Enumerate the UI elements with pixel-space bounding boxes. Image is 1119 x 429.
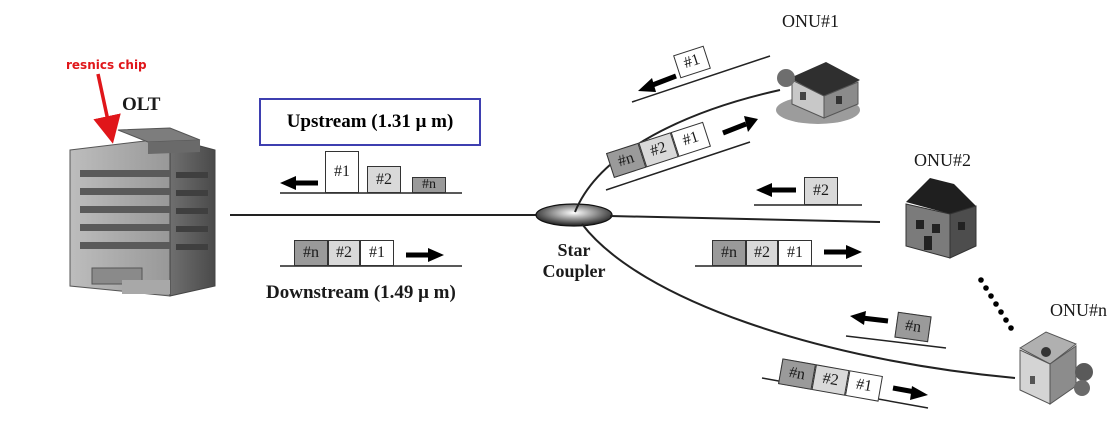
onun-house-icon bbox=[1018, 331, 1093, 405]
packet-2-downstream: #2 bbox=[328, 240, 360, 266]
onu1-branch-arrow-icon bbox=[722, 116, 758, 136]
upstream-label: Upstream (1.31 μ m) bbox=[259, 98, 481, 146]
star-coupler-icon bbox=[535, 203, 613, 227]
onu2-upstream-arrow-icon bbox=[756, 183, 796, 197]
annotation-arrow bbox=[93, 73, 121, 144]
packet-1-downstream: #1 bbox=[360, 240, 394, 266]
onun-downstream-arrow-icon bbox=[892, 385, 928, 400]
onu1-label: ONU#1 bbox=[782, 11, 839, 31]
coupler-label-line1: Star bbox=[557, 240, 591, 260]
packet-1-onu2: #1 bbox=[778, 240, 812, 266]
packet-2-onu2: #2 bbox=[746, 240, 778, 266]
onu2-downstream-arrow-icon bbox=[824, 245, 862, 259]
ellipsis-dots-icon bbox=[978, 277, 1014, 331]
packet-1-onun: #1 bbox=[844, 370, 883, 402]
packet-2-upstream: #2 bbox=[367, 166, 401, 193]
onun-label: ONU#n bbox=[1050, 300, 1107, 320]
onu2-house-icon bbox=[905, 178, 977, 259]
packet-n-onu2: #n bbox=[712, 240, 746, 266]
downstream-arrow-icon bbox=[406, 248, 444, 262]
olt-building-icon bbox=[69, 127, 216, 297]
packet-2-onu2-upstream: #2 bbox=[804, 177, 838, 205]
annotation-label: resnics chip bbox=[66, 58, 147, 72]
branch-fiber-onun bbox=[581, 223, 1016, 379]
packet-1-upstream: #1 bbox=[325, 151, 359, 193]
onun-upstream-arrow-icon bbox=[850, 311, 889, 325]
upstream-arrow-icon bbox=[280, 176, 318, 190]
packet-n-onun: #n bbox=[778, 358, 816, 390]
downstream-label: Downstream (1.49 μ m) bbox=[266, 282, 456, 303]
branch-fiber-onu1 bbox=[574, 89, 781, 213]
packet-n-upstream: #n bbox=[412, 177, 446, 193]
coupler-label-line2: Coupler bbox=[542, 261, 606, 281]
packet-2-onun: #2 bbox=[811, 364, 850, 396]
olt-label: OLT bbox=[122, 94, 161, 115]
onu1-upstream-arrow-icon bbox=[638, 73, 677, 92]
onu2-label: ONU#2 bbox=[914, 150, 971, 170]
packet-n-onun-upstream: #n bbox=[894, 311, 932, 343]
onu1-house-icon bbox=[776, 62, 860, 124]
packet-n-downstream: #n bbox=[294, 240, 328, 266]
branch-fiber-onu2 bbox=[609, 215, 881, 223]
